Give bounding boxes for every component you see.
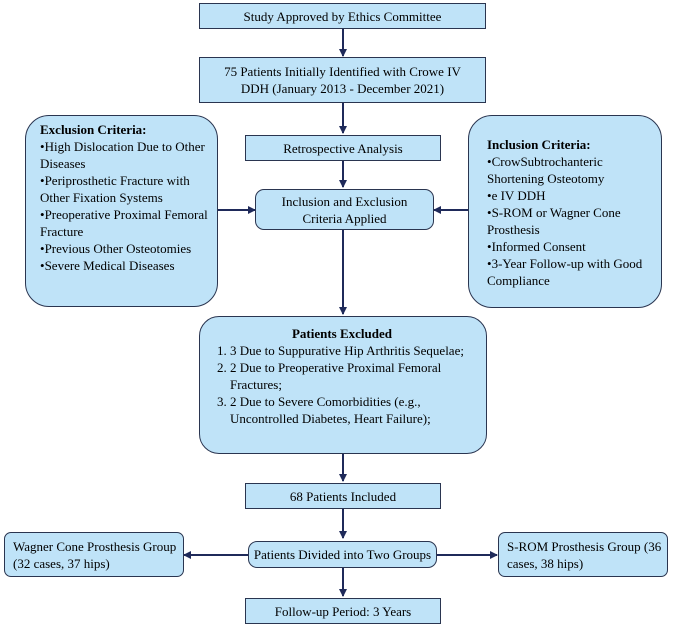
- wagner-group-box: Wagner Cone Prosthesis Group (32 cases, …: [4, 532, 184, 577]
- retrospective-analysis-box: Retrospective Analysis: [245, 135, 441, 161]
- inclusion-item: e IV DDH: [487, 187, 647, 204]
- followup-period-box: Follow-up Period: 3 Years: [245, 598, 441, 624]
- exclusion-item: Previous Other Osteotomies: [40, 240, 211, 257]
- inclusion-criteria-title: Inclusion Criteria:: [487, 137, 591, 152]
- excluded-item: 3 Due to Suppurative Hip Arthritis Seque…: [230, 342, 478, 359]
- excluded-item: 2 Due to Preoperative Proximal Femoral F…: [230, 359, 478, 393]
- criteria-applied-text: Inclusion and Exclusion Criteria Applied: [281, 193, 408, 226]
- inclusion-item: S-ROM or Wagner Cone Prosthesis: [487, 204, 647, 238]
- exclusion-item: Severe Medical Diseases: [40, 257, 211, 274]
- patients-identified-text: 75 Patients Initially Identified with Cr…: [224, 64, 461, 96]
- exclusion-item: Preoperative Proximal Femoral Fracture: [40, 206, 211, 240]
- excluded-item: 2 Due to Severe Comorbidities (e.g., Unc…: [230, 393, 478, 427]
- groups-divided-box: Patients Divided into Two Groups: [248, 541, 437, 568]
- patients-identified-box: 75 Patients Initially Identified with Cr…: [199, 57, 486, 103]
- followup-period-text: Follow-up Period: 3 Years: [274, 603, 412, 619]
- srom-group-box: S-ROM Prosthesis Group (36 cases, 38 hip…: [498, 532, 668, 577]
- wagner-group-text: Wagner Cone Prosthesis Group (32 cases, …: [13, 539, 177, 571]
- ethics-approval-text: Study Approved by Ethics Committee: [243, 8, 442, 24]
- patients-excluded-title: Patients Excluded: [291, 326, 393, 341]
- groups-divided-text: Patients Divided into Two Groups: [253, 547, 432, 562]
- exclusion-item: High Dislocation Due to Other Diseases: [40, 138, 211, 172]
- patients-included-text: 68 Patients Included: [289, 488, 397, 504]
- inclusion-item: Informed Consent: [487, 238, 647, 255]
- inclusion-criteria-box: Inclusion Criteria: CrowSubtrochanteric …: [468, 115, 662, 308]
- exclusion-criteria-list: High Dislocation Due to Other Diseases P…: [40, 138, 211, 274]
- inclusion-item: CrowSubtrochanteric Shortening Osteotomy: [487, 153, 647, 187]
- ethics-approval-box: Study Approved by Ethics Committee: [199, 3, 486, 29]
- criteria-applied-box: Inclusion and Exclusion Criteria Applied: [255, 189, 434, 230]
- patients-excluded-box: Patients Excluded 3 Due to Suppurative H…: [199, 316, 487, 454]
- retrospective-analysis-text: Retrospective Analysis: [283, 140, 403, 156]
- exclusion-criteria-title: Exclusion Criteria:: [40, 122, 147, 137]
- exclusion-item: Periprosthetic Fracture with Other Fixat…: [40, 172, 211, 206]
- patients-excluded-list: 3 Due to Suppurative Hip Arthritis Seque…: [206, 342, 478, 427]
- patients-included-box: 68 Patients Included: [245, 483, 441, 509]
- inclusion-item: 3-Year Follow-up with Good Compliance: [487, 255, 647, 289]
- inclusion-criteria-list: CrowSubtrochanteric Shortening Osteotomy…: [487, 153, 647, 289]
- exclusion-criteria-box: Exclusion Criteria: High Dislocation Due…: [25, 115, 218, 307]
- srom-group-text: S-ROM Prosthesis Group (36 cases, 38 hip…: [507, 539, 662, 571]
